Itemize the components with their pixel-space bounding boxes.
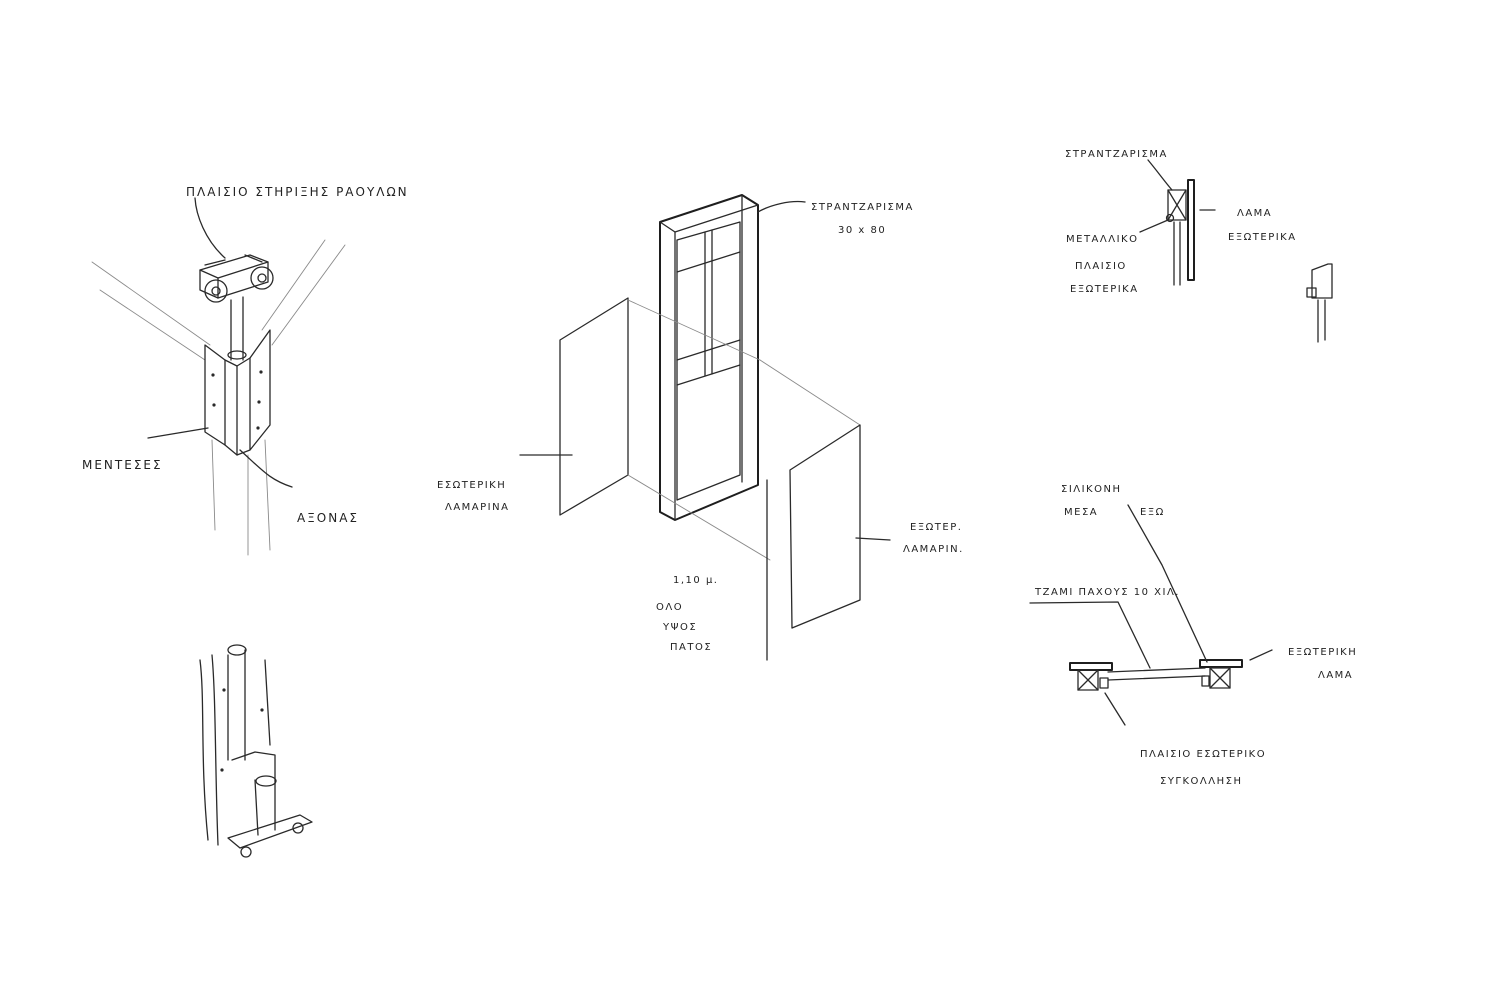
label-roller-frame: ΠΛΑΙΣΙΟ ΣΤΗΡΙΞΗΣ ΡΑΟΥΛΩΝ bbox=[186, 185, 409, 199]
label-inner-sheet-1: ΕΣΩΤΕΡΙΚΗ bbox=[437, 480, 506, 491]
label-outer-blade-2: ΕΞΩΤΕΡΙΚΑ bbox=[1228, 232, 1297, 243]
door-exploded-sketch bbox=[519, 194, 891, 661]
label-metal-frame-2: ΠΛΑΙΣΙΟ bbox=[1075, 261, 1127, 272]
label-frame-timber-1: ΣΤΡΑΝΤΖΑΡΙΣΜΑ bbox=[811, 202, 914, 213]
pivot-base-sketch bbox=[199, 644, 313, 858]
label-inner-frame-2: ΣΥΓΚΟΛΛΗΣΗ bbox=[1160, 776, 1242, 787]
label-glass: ΤΖΑΜΙ ΠΑΧΟΥΣ 10 ΧΙΛ. bbox=[1034, 587, 1180, 598]
frame-section-sketch bbox=[1139, 159, 1333, 343]
label-outer-sheet-1: ΕΞΩΤΕΡ. bbox=[910, 522, 962, 533]
glazing-section-sketch bbox=[1029, 504, 1273, 726]
label-detail-frame: ΣΤΡΑΝΤΖΑΡΙΣΜΑ bbox=[1065, 149, 1168, 160]
label-inner-frame-1: ΠΛΑΙΣΙΟ ΕΣΩΤΕΡΙΚΟ bbox=[1140, 749, 1266, 760]
label-outer-blade-1: ΛΑΜΑ bbox=[1237, 208, 1272, 219]
label-silicone-3: ΕΞΩ bbox=[1140, 507, 1165, 518]
label-dimension-2: ΟΛΟ bbox=[656, 602, 683, 613]
label-dimension-3: ΥΨΟΣ bbox=[662, 622, 697, 633]
hinge-roller-sketch bbox=[91, 197, 346, 556]
label-silicone-2: ΜΕΣΑ bbox=[1064, 507, 1098, 518]
label-outer-blade2-1: ΕΞΩΤΕΡΙΚΗ bbox=[1288, 647, 1357, 658]
label-metal-frame-3: ΕΞΩΤΕΡΙΚΑ bbox=[1070, 284, 1139, 295]
label-hinges: ΜΕΝΤΕΣΕΣ bbox=[82, 458, 163, 472]
label-metal-frame-1: ΜΕΤΑΛΛΙΚΟ bbox=[1066, 234, 1138, 245]
label-dimension-1: 1,10 μ. bbox=[673, 575, 719, 586]
label-frame-timber-2: 30 x 80 bbox=[838, 225, 886, 236]
label-outer-blade2-2: ΛΑΜΑ bbox=[1318, 670, 1353, 681]
label-dimension-4: ΠΑΤΟΣ bbox=[670, 642, 712, 653]
label-axle: ΑΞΟΝΑΣ bbox=[297, 511, 359, 525]
label-silicone-1: ΣΙΛΙΚΟΝΗ bbox=[1061, 484, 1122, 495]
label-inner-sheet-2: ΛΑΜΑΡΙΝΑ bbox=[445, 502, 509, 513]
label-outer-sheet-2: ΛΑΜΑΡΙΝ. bbox=[903, 544, 964, 555]
